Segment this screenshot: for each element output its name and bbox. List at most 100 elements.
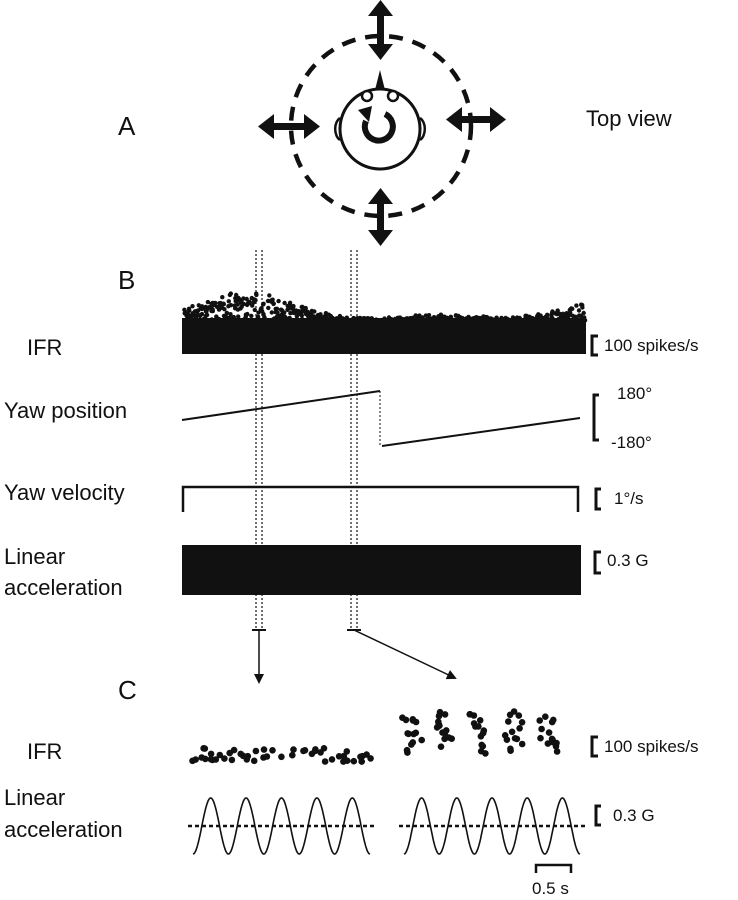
top-view-diagram xyxy=(258,0,506,246)
ifr-point xyxy=(301,747,309,754)
ifr-point xyxy=(553,739,560,747)
panel-label-b: B xyxy=(118,265,136,295)
ifr-point xyxy=(418,736,426,744)
time-scale-bar xyxy=(534,863,573,873)
ifr-point xyxy=(228,303,234,308)
position-scale-bracket xyxy=(592,393,599,442)
ifr-point xyxy=(545,729,553,736)
ifr-point xyxy=(269,310,274,315)
ifr-point xyxy=(437,743,445,750)
ifr-point xyxy=(249,313,254,319)
ifr-point xyxy=(570,306,575,311)
accel-scale-b: 0.3 G xyxy=(607,551,649,570)
ifr-point xyxy=(550,716,557,724)
ifr-point xyxy=(237,750,244,758)
top-view-label: Top view xyxy=(586,106,672,131)
ifr-point xyxy=(508,728,516,736)
ifr-point xyxy=(435,712,443,720)
ifr-point xyxy=(244,752,252,760)
linear-label-b-1: Linear xyxy=(4,544,66,569)
position-scale-top: 180° xyxy=(617,384,653,403)
velocity-scale-bracket xyxy=(594,487,601,511)
ifr-point xyxy=(576,308,582,313)
ifr-point xyxy=(207,750,215,758)
ifr-point xyxy=(479,742,487,750)
ifr-point xyxy=(507,745,514,753)
ifr-point xyxy=(560,311,566,316)
ifr-point xyxy=(199,311,205,317)
zoom-arrow-2 xyxy=(353,629,457,680)
ifr-point xyxy=(271,301,276,306)
velocity-scale: 1°/s xyxy=(614,489,644,508)
sine-wave xyxy=(192,797,371,855)
ifr-point xyxy=(511,735,519,742)
ifr-point xyxy=(190,304,195,309)
ifr-point xyxy=(182,307,187,312)
ifr-point xyxy=(518,719,526,726)
ifr-point xyxy=(445,734,453,741)
ifr-point xyxy=(226,299,231,304)
ifr-point xyxy=(244,296,249,302)
ifr-point xyxy=(287,300,293,305)
rotation-arrow-icon xyxy=(358,106,396,144)
time-scale: 0.5 s xyxy=(532,879,569,898)
ifr-point xyxy=(228,756,236,764)
panel-label-a: A xyxy=(118,111,136,141)
ifr-point xyxy=(503,736,511,743)
ifr-label-c: IFR xyxy=(27,739,63,764)
ifr-point xyxy=(250,757,258,765)
ifr-point xyxy=(408,741,415,748)
yaw-velocity-trace xyxy=(181,485,580,512)
ifr-point xyxy=(230,746,238,754)
selection-window-1 xyxy=(255,250,263,630)
ifr-point xyxy=(212,756,220,763)
accel-scale-bracket-c xyxy=(594,804,601,827)
ifr-point xyxy=(544,740,552,747)
ifr-point xyxy=(312,746,319,753)
ifr-point xyxy=(321,758,329,765)
ifr-point xyxy=(335,753,343,760)
ifr-point xyxy=(537,734,544,742)
ifr-point xyxy=(409,717,417,724)
ifr-point xyxy=(278,753,285,761)
ifr-point xyxy=(312,309,317,314)
ifr-point xyxy=(516,725,523,732)
ifr-point xyxy=(198,754,205,761)
ifr-point xyxy=(220,295,225,300)
ifr-point xyxy=(238,306,243,311)
ifr-point xyxy=(443,727,450,734)
ifr-point xyxy=(206,306,211,311)
ifr-point xyxy=(581,310,586,316)
ifr-point xyxy=(402,716,410,724)
ifr-point xyxy=(553,748,561,755)
ifr-point xyxy=(187,308,192,313)
ifr-point xyxy=(536,717,543,724)
ifr-point xyxy=(343,748,351,755)
linear-acceleration-trace-c xyxy=(188,797,585,855)
ifr-point xyxy=(260,746,268,753)
ifr-point xyxy=(274,306,280,311)
ifr-point xyxy=(340,752,348,760)
selection-window-2 xyxy=(350,250,358,630)
ifr-point xyxy=(289,751,296,759)
ifr-point xyxy=(518,740,526,748)
ifr-point xyxy=(506,711,514,719)
ifr-point xyxy=(282,300,287,306)
ifr-point xyxy=(245,311,250,317)
ifr-point xyxy=(555,308,560,313)
ifr-point xyxy=(214,314,219,319)
ifr-point xyxy=(505,718,512,725)
ifr-point xyxy=(216,751,224,759)
ifr-point xyxy=(222,307,227,312)
panel-label-c: C xyxy=(118,675,137,705)
ifr-point xyxy=(410,730,418,738)
ifr-point xyxy=(241,296,246,301)
ifr-point xyxy=(262,314,267,320)
ifr-point xyxy=(241,301,246,307)
ifr-point xyxy=(538,725,545,733)
ifr-point xyxy=(476,717,484,724)
ifr-point xyxy=(542,713,549,720)
accel-scale-c: 0.3 G xyxy=(613,806,655,825)
translation-arrow-icon xyxy=(258,0,506,246)
